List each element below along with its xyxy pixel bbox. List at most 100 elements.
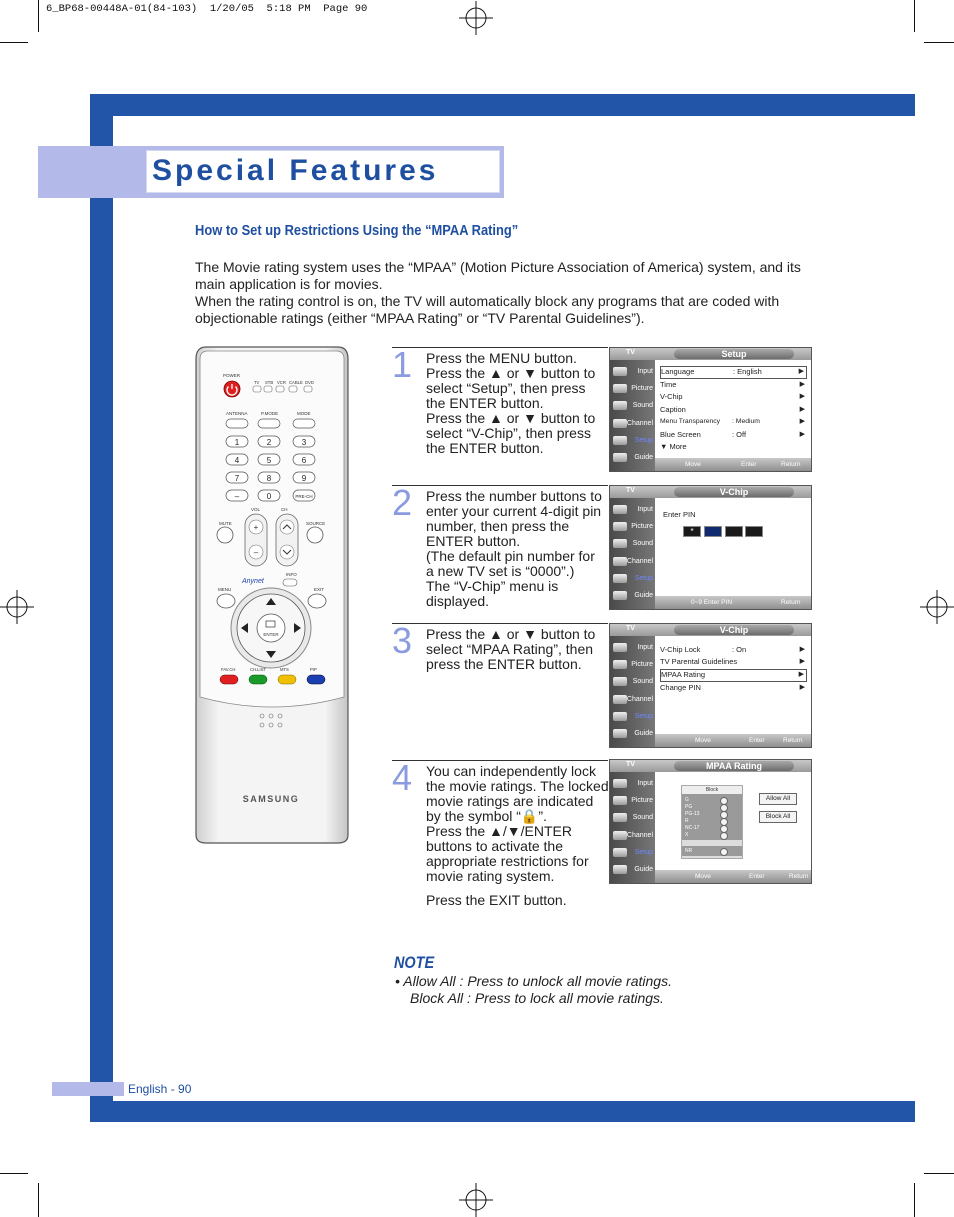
osd-pin-screen: TV V-Chip Input Picture Sound Channel Se… (609, 485, 812, 610)
osd-sidebar-label: Sound (632, 402, 653, 409)
picture-icon (613, 796, 627, 805)
osd-sidebar-label: Input (637, 368, 653, 375)
osd-sidebar-item-setup: Setup (610, 571, 655, 588)
step-line: movie rating system. (426, 868, 555, 884)
osd-sidebar-label: Guide (634, 866, 653, 873)
osd-sidebar-item-input: Input (610, 502, 655, 519)
osd-menu-row: TV Parental Guidelines▶ (660, 656, 807, 668)
picture-icon (613, 522, 627, 531)
step-3-text: Press the ▲ or ▼ button to select “MPAA … (426, 627, 608, 672)
sound-icon (613, 401, 627, 410)
step-number: 1 (392, 344, 413, 385)
osd-sidebar-item-picture: Picture (610, 657, 655, 674)
step-line: Press the ▲ or ▼ button to (426, 626, 596, 642)
digit-label: 6 (302, 456, 307, 465)
osd-row-label: V-Chip Lock (660, 645, 701, 654)
step-line: Press the number buttons to (426, 488, 602, 504)
osd-sidebar-item-channel: Channel (610, 416, 655, 433)
osd-tab: MPAA Rating (674, 761, 794, 771)
step-line: Press the ▲ or ▼ button to (426, 410, 596, 426)
picture-icon (613, 660, 627, 669)
osd-sidebar-item-sound: Sound (610, 398, 655, 415)
bottom-band (90, 1101, 915, 1122)
digit-label: 8 (267, 474, 272, 483)
osd-sidebar-label: Input (637, 644, 653, 651)
picture-icon (613, 384, 627, 393)
title-panel (146, 150, 500, 193)
osd-sidebar-label: Sound (632, 678, 653, 685)
digit-label: 1 (235, 438, 240, 447)
crop-mark (924, 42, 954, 43)
osd-sidebar-item-guide: Guide (610, 862, 655, 879)
top-band (90, 94, 915, 116)
input-icon (613, 779, 627, 788)
step-line: a new TV set is “0000”.) (426, 563, 575, 579)
osd-row-label: MPAA Rating (661, 669, 706, 679)
registration-mark-icon (920, 590, 954, 624)
osd-help-bar: 0~9 Enter PIN Return (655, 596, 811, 609)
info-label: INFO (286, 572, 297, 577)
osd-menu-row: MPAA Rating▶ (660, 668, 807, 682)
button-label: FAV.CH (221, 667, 235, 672)
crop-mark (0, 42, 28, 43)
osd-tab: Setup (674, 349, 794, 359)
crop-mark (914, 1183, 915, 1217)
digit-label: 4 (235, 456, 240, 465)
svg-text:+: + (254, 523, 259, 532)
step-line: buttons to activate the (426, 838, 563, 854)
digit-label: 9 (302, 474, 307, 483)
antenna-label: ANTENNA (226, 411, 248, 416)
rating-nr: NR (685, 848, 693, 854)
osd-sidebar-label: Input (637, 780, 653, 787)
osd-tv-label: TV (626, 761, 635, 768)
registration-mark-icon (459, 1183, 493, 1217)
osd-row-label: V-Chip (660, 392, 683, 402)
page-number: English - 90 (128, 1082, 192, 1096)
osd-menu-row: V-Chip Lock: On▶ (660, 644, 807, 656)
mute-label: MUTE (219, 521, 232, 526)
step-line: the movie ratings. The locked (426, 778, 609, 794)
osd-sidebar-item-sound: Sound (610, 536, 655, 553)
pin-digit-box (725, 526, 743, 537)
prech-label: PRE-CH (295, 494, 312, 499)
osd-mpaa-screen: TV MPAA Rating Input Picture Sound Chann… (609, 759, 812, 884)
step-line: press the ENTER button. (426, 656, 582, 672)
block-all-button[interactable]: Block All (759, 811, 797, 823)
block-column-header: Block (682, 786, 742, 794)
step-line: by the symbol “🔒”. (426, 808, 547, 824)
mode-label: TV (254, 380, 260, 385)
channel-icon (613, 831, 627, 840)
osd-sidebar-label: Channel (626, 696, 653, 703)
osd-help-bar: Move Enter Return (655, 734, 811, 747)
intro-text: The Movie rating system uses the “MPAA” … (195, 259, 820, 327)
return-hint: Return (783, 737, 803, 744)
pin-hint: 0~9 Enter PIN (691, 599, 733, 606)
rating-nc17: NC-17 (685, 825, 700, 831)
osd-menu-row: Language: English▶ (660, 366, 807, 379)
lock-icon (720, 832, 728, 840)
step-line: Press the ▲/▼/ENTER (426, 823, 572, 839)
step-divider (392, 623, 608, 624)
setup-icon (613, 712, 627, 721)
digit-label: 3 (302, 438, 307, 447)
allow-all-button[interactable]: Allow All (759, 793, 797, 805)
osd-sidebar-item-input: Input (610, 776, 655, 793)
mode-label: DVD (305, 380, 314, 385)
osd-sidebar-label: Channel (626, 832, 653, 839)
osd-sidebar-item-setup: Setup (610, 433, 655, 450)
footer-tab (52, 1082, 124, 1096)
rating-r: R (685, 818, 689, 824)
osd-menu-row: Time▶ (660, 379, 807, 391)
arrow-right-icon: ▶ (798, 368, 804, 375)
osd-menu-row: Menu Transparency: Medium▶ (660, 416, 807, 428)
move-hint: Move (695, 737, 711, 744)
remote-control-illustration: POWER TV STB VCR CABLE DVD ANTENNA P.MOD… (195, 346, 349, 844)
step-divider (392, 485, 608, 486)
ch-label: CH (281, 507, 288, 512)
section-heading: How to Set up Restrictions Using the “MP… (195, 222, 519, 239)
osd-sidebar-label: Setup (634, 713, 653, 720)
osd-sidebar-label: Setup (634, 437, 653, 444)
channel-icon (613, 557, 627, 566)
step-line: select “V-Chip”, then press (426, 425, 591, 441)
osd-sidebar-item-channel: Channel (610, 692, 655, 709)
